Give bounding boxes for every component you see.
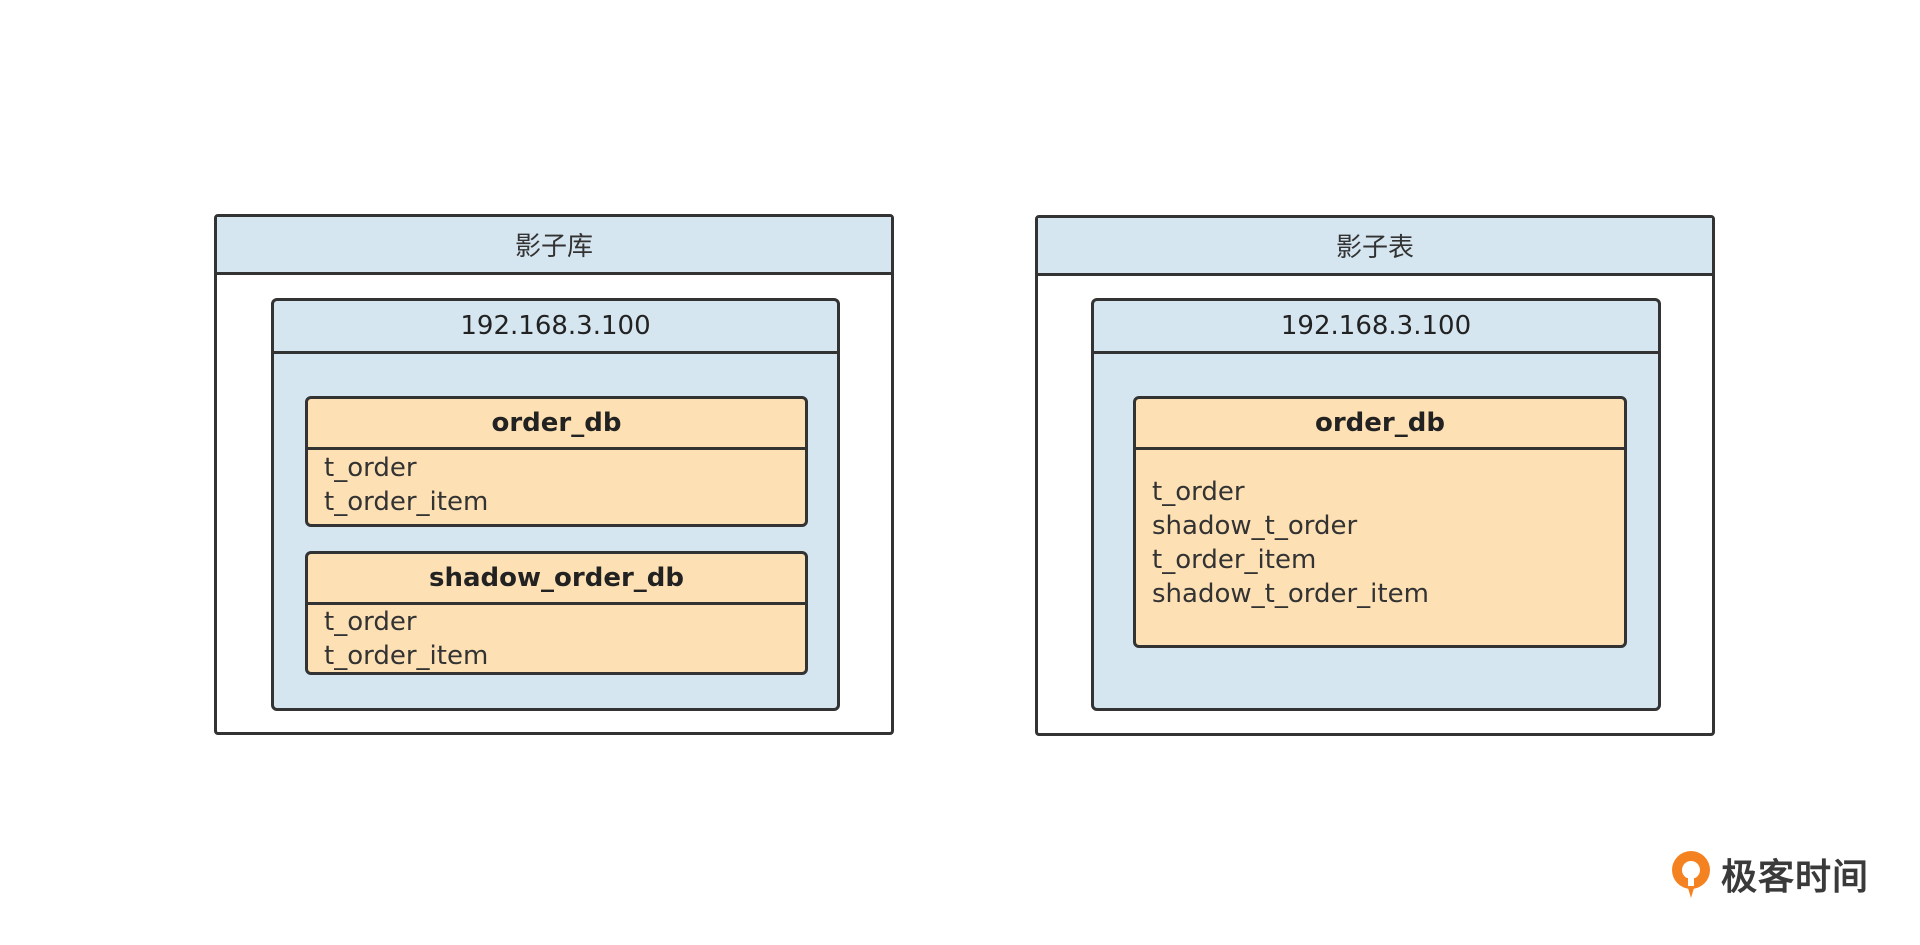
table-name: t_order — [1152, 477, 1245, 507]
table-list: t_order t_order_item — [308, 605, 805, 673]
server-address: 192.168.3.100 — [274, 301, 837, 354]
table-name: t_order_item — [1152, 545, 1317, 575]
database-box-order-db: order_db t_order shadow_t_order t_order_… — [1133, 396, 1627, 648]
geektime-logo-icon — [1667, 848, 1715, 900]
table-name: t_order — [324, 607, 417, 637]
table-name: shadow_t_order_item — [1152, 579, 1429, 609]
database-name: order_db — [308, 399, 805, 450]
shadow-table-panel: 影子表 192.168.3.100 order_db t_order shado… — [1035, 215, 1715, 736]
panel-title: 影子表 — [1038, 218, 1712, 276]
server-address: 192.168.3.100 — [1094, 301, 1658, 354]
database-name: shadow_order_db — [308, 554, 805, 605]
panel-title: 影子库 — [217, 217, 891, 275]
table-name: t_order_item — [324, 641, 489, 671]
server-box: 192.168.3.100 order_db t_order t_order_i… — [271, 298, 840, 711]
table-name: shadow_t_order — [1152, 511, 1358, 541]
table-name: t_order — [324, 453, 417, 483]
geektime-logo: 极客时间 — [1667, 848, 1869, 900]
shadow-database-panel: 影子库 192.168.3.100 order_db t_order t_ord… — [214, 214, 894, 735]
table-list: t_order shadow_t_order t_order_item shad… — [1136, 450, 1624, 611]
database-box-order-db: order_db t_order t_order_item — [305, 396, 808, 527]
table-list: t_order t_order_item — [308, 450, 805, 519]
logo-text: 极客时间 — [1721, 857, 1870, 898]
table-name: t_order_item — [324, 487, 489, 517]
server-box: 192.168.3.100 order_db t_order shadow_t_… — [1091, 298, 1661, 711]
database-name: order_db — [1136, 399, 1624, 450]
database-box-shadow-order-db: shadow_order_db t_order t_order_item — [305, 551, 808, 675]
